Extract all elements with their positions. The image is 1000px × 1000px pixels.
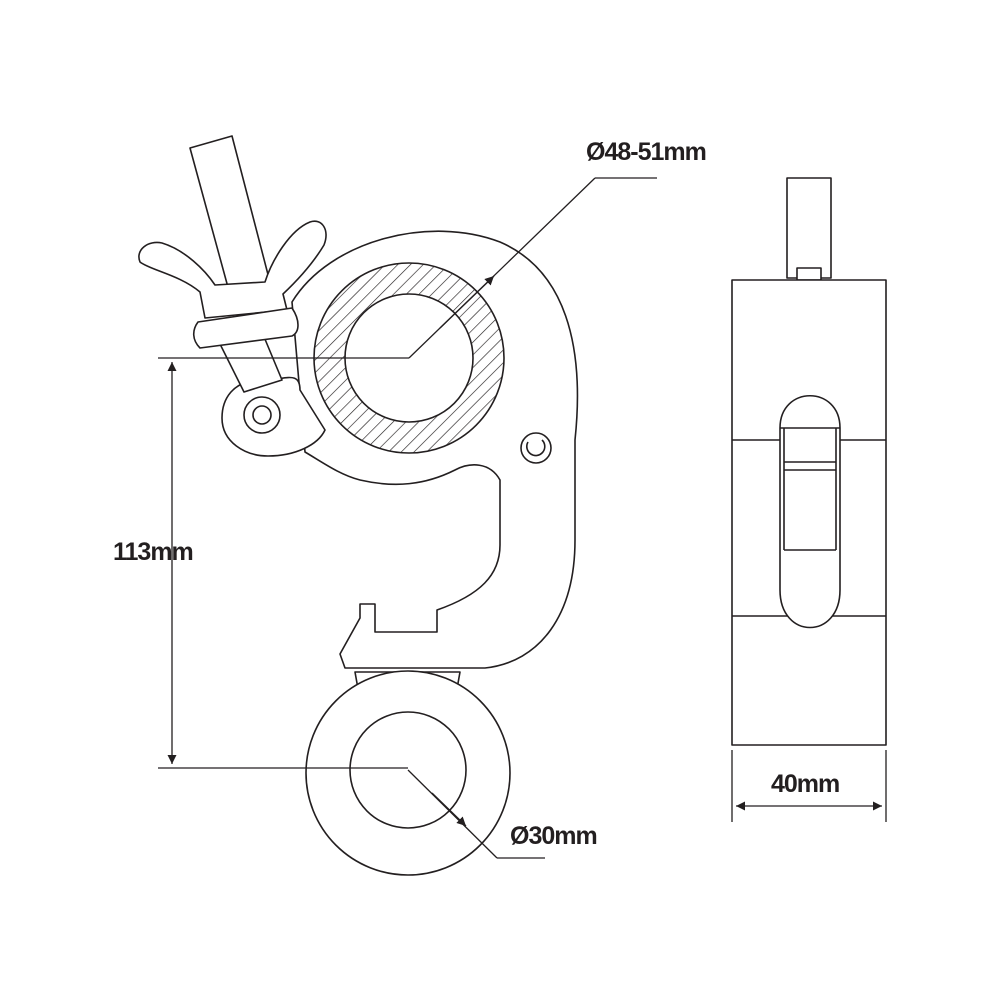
eye-diameter-arrow bbox=[431, 792, 467, 827]
pipe-diameter-label: Ø48-51mm bbox=[586, 138, 707, 166]
washer bbox=[192, 307, 299, 349]
swivel-pin-hole bbox=[252, 405, 272, 425]
width-label: 40mm bbox=[771, 770, 840, 798]
side-view-bolt-tab bbox=[796, 267, 822, 281]
side-view-slot bbox=[779, 395, 841, 629]
wing-nut bbox=[138, 220, 327, 319]
eye-diameter-label: Ø30mm bbox=[510, 822, 598, 850]
locking-pin bbox=[520, 432, 552, 464]
height-label: 113mm bbox=[113, 538, 194, 566]
locking-pin-slot bbox=[525, 439, 546, 457]
eye-diameter-leader bbox=[407, 769, 498, 859]
side-view-bolt bbox=[786, 177, 832, 279]
pipe-diameter-arrow bbox=[439, 275, 495, 329]
